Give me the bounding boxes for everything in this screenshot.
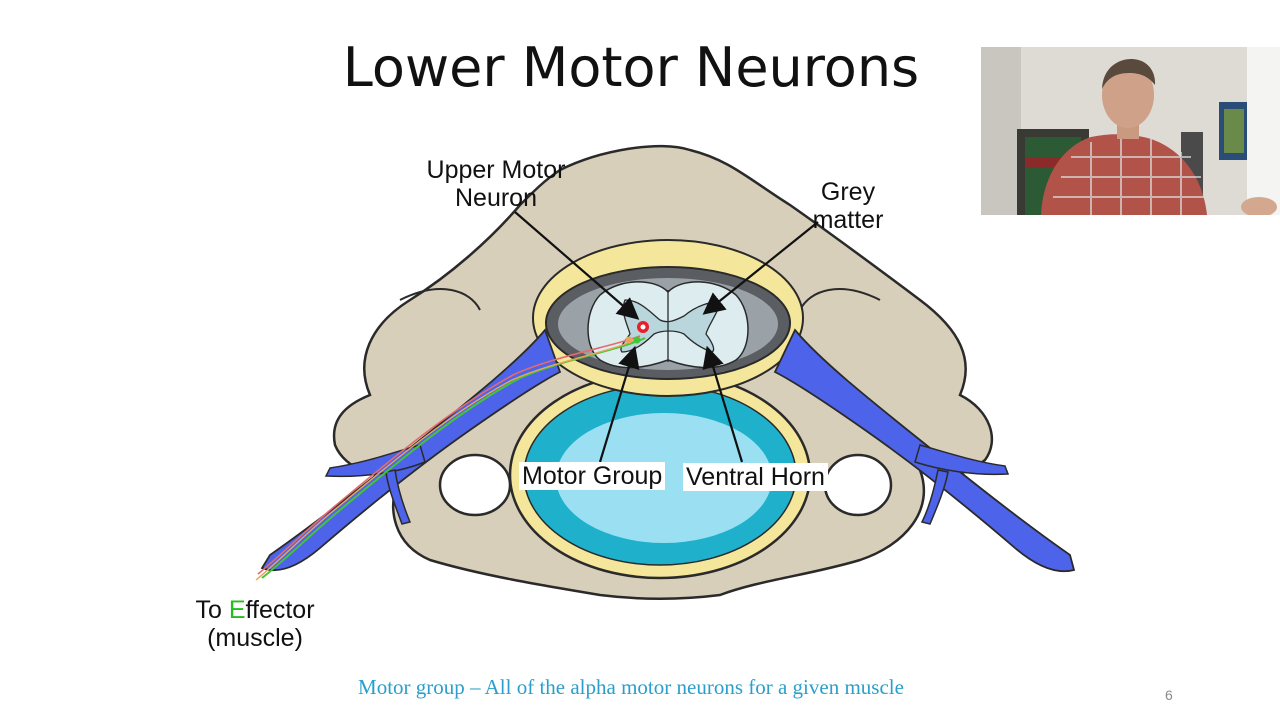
label-grey-matter: Grey matter <box>800 178 896 234</box>
label-to-effector-suffix: ffector <box>245 596 315 624</box>
arrow-ventral-horn <box>702 345 744 463</box>
motor-neuron-dot-orange <box>625 336 633 344</box>
label-motor-group: Motor Group <box>519 462 666 490</box>
nerve-branch-right-2 <box>920 469 949 525</box>
bone-notch-right <box>799 288 881 311</box>
nerve-branch-left-2 <box>385 469 412 525</box>
webcam-wall-shadow <box>981 47 1021 215</box>
webcam-picture-inner <box>1224 109 1244 153</box>
label-to-effector-line2: (muscle) <box>207 624 303 652</box>
slide-page-number: 6 <box>1165 687 1173 703</box>
label-upper-motor-neuron-line2: Neuron <box>455 184 537 212</box>
label-ventral-horn: Ventral Horn <box>683 463 828 491</box>
label-upper-motor-neuron-line1: Upper Motor <box>426 156 566 184</box>
arrow-grey-matter <box>702 221 819 315</box>
webcam-presenter-plaid <box>1053 135 1206 215</box>
bone-notch-left <box>399 288 481 311</box>
webcam-presenter-body <box>1041 134 1207 215</box>
webcam-frame <box>981 47 1280 215</box>
label-grey-matter-line1: Grey <box>820 178 876 206</box>
motor-neuron-dot-green <box>633 336 641 344</box>
label-to-effector-highlight: E <box>228 596 246 624</box>
slide-title: Lower Motor Neurons <box>342 36 920 99</box>
fiber-orange <box>255 339 636 581</box>
fiber-red <box>257 335 641 575</box>
motor-neuron-dot-red-inner <box>640 324 646 330</box>
webcam-presenter-hair <box>1102 59 1156 89</box>
foramen-right <box>823 453 893 517</box>
webcam-presenter-head <box>1102 62 1154 128</box>
presenter-webcam-video <box>981 47 1280 215</box>
label-to-effector: To Effector (muscle) <box>178 596 332 652</box>
label-grey-matter-line2: matter <box>812 206 884 234</box>
webcam-jersey-stripe <box>1025 157 1081 167</box>
arrow-upper-motor-neuron <box>514 211 640 320</box>
webcam-presenter-hand <box>1241 197 1277 215</box>
label-to-effector-line1: To Effector <box>178 596 332 624</box>
slide-caption: Motor group – All of the alpha motor neu… <box>358 675 904 699</box>
webcam-window <box>1247 47 1280 215</box>
label-upper-motor-neuron: Upper Motor Neuron <box>414 156 578 212</box>
label-to-effector-prefix: To <box>195 596 229 624</box>
foramen-left <box>438 453 512 517</box>
nerve-branch-right <box>914 444 1010 476</box>
arrow-motor-group <box>598 345 640 463</box>
